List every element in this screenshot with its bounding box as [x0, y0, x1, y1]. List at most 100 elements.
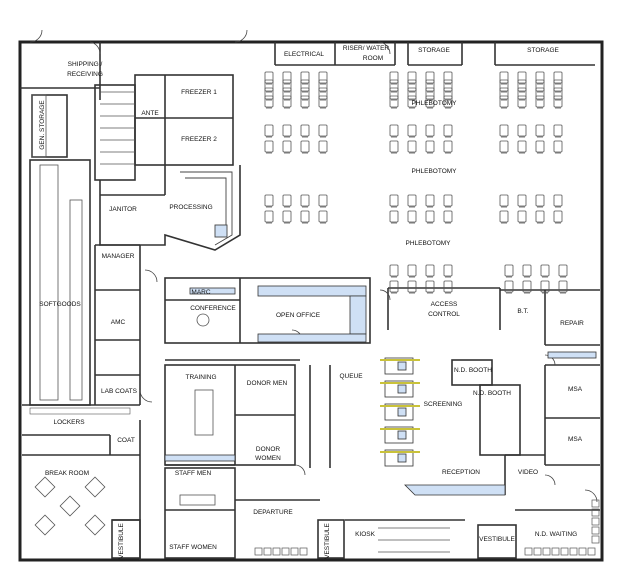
phlebotomy-chair: [389, 124, 399, 137]
phlebotomy-chair: [389, 140, 399, 153]
phlebotomy-chair: [517, 194, 527, 207]
phlebotomy-chair: [499, 140, 509, 153]
room-label-riser-2: ROOM: [362, 54, 384, 62]
phlebotomy-chair: [389, 79, 399, 92]
phlebotomy-chair: [522, 264, 532, 277]
departure-chair: [263, 547, 272, 556]
phlebotomy-chair: [389, 280, 399, 293]
phlebotomy-chair: [300, 95, 310, 108]
phlebotomy-chair: [407, 79, 417, 92]
room-label-phlebotomy-3: PHLEBOTOMY: [405, 239, 451, 247]
room-label-shipping-2: RECEIVING: [67, 70, 103, 78]
waiting-chair: [591, 535, 600, 544]
phlebotomy-chair: [517, 140, 527, 153]
room-label-vestibule-left: VESTIBULE: [117, 523, 125, 559]
processing-counter: [180, 171, 233, 246]
waiting-chair: [578, 547, 587, 556]
phlebotomy-chair: [264, 210, 274, 223]
screening-station: [384, 357, 414, 375]
room-label-storage-1: STORAGE: [418, 46, 450, 54]
phlebotomy-chair: [300, 210, 310, 223]
phlebotomy-chair: [443, 79, 453, 92]
phlebotomy-chair: [318, 124, 328, 137]
room-label-electrical: ELECTRICAL: [283, 50, 325, 58]
room-label-conference: CONFERENCE: [190, 304, 236, 312]
room-label-nd-booth-1: N.D. BOOTH: [454, 366, 492, 374]
phlebotomy-chair: [264, 140, 274, 153]
room-label-lockers: LOCKERS: [53, 418, 85, 426]
phlebotomy-chair: [425, 79, 435, 92]
phlebotomy-chair: [282, 124, 292, 137]
room-label-vestibule-right: VESTIBULE: [479, 535, 515, 543]
phlebotomy-chair: [553, 140, 563, 153]
phlebotomy-chair: [407, 140, 417, 153]
departure-chair: [272, 547, 281, 556]
screening-station: [384, 426, 414, 444]
phlebotomy-chair: [517, 95, 527, 108]
room-label-gen-storage: GEN. STORAGE: [38, 100, 46, 150]
phlebotomy-chair: [535, 210, 545, 223]
phlebotomy-chair: [407, 264, 417, 277]
phlebotomy-chair: [300, 71, 310, 84]
room-label-nd-booth-2: N.D. BOOTH: [473, 389, 511, 397]
counters: [164, 285, 597, 496]
break-table: [34, 514, 56, 536]
room-label-screening: SCREENING: [423, 400, 463, 408]
phlebotomy-chair: [389, 264, 399, 277]
phlebotomy-chair: [282, 140, 292, 153]
screening-station: [384, 403, 414, 421]
phlebotomy-chair: [499, 71, 509, 84]
break-table: [34, 476, 56, 498]
room-label-access-2: CONTROL: [428, 310, 460, 318]
departure-chair: [281, 547, 290, 556]
room-label-reception: RECEPTION: [442, 468, 480, 476]
phlebotomy-chair: [407, 194, 417, 207]
phlebotomy-chair: [499, 87, 509, 100]
phlebotomy-chair: [425, 280, 435, 293]
lockers: [29, 407, 131, 415]
phlebotomy-chair: [264, 124, 274, 137]
waiting-chair: [560, 547, 569, 556]
waiting-chair: [591, 499, 600, 508]
phlebotomy-chair: [540, 264, 550, 277]
phlebotomy-chair: [535, 194, 545, 207]
room-label-shipping-1: SHIPPING /: [67, 60, 103, 68]
phlebotomy-chair: [264, 79, 274, 92]
phlebotomy-chair: [389, 87, 399, 100]
screening-station: [384, 380, 414, 398]
phlebotomy-chair: [535, 140, 545, 153]
room-label-lab-coats: LAB COATS: [100, 387, 138, 395]
phlebotomy-chair: [407, 280, 417, 293]
training-table: [194, 389, 214, 436]
break-table: [59, 495, 81, 517]
conference-table: [196, 313, 210, 327]
phlebotomy-chair: [425, 124, 435, 137]
departure-chair: [299, 547, 308, 556]
phlebotomy-chair: [540, 280, 550, 293]
phlebotomy-chair: [443, 71, 453, 84]
break-table: [84, 476, 106, 498]
phlebotomy-chairs: [264, 71, 568, 294]
phlebotomy-chair: [318, 210, 328, 223]
phlebotomy-chair: [318, 95, 328, 108]
phlebotomy-chair: [553, 210, 563, 223]
phlebotomy-chair: [425, 87, 435, 100]
room-label-riser-1: RISER/ WATER: [342, 44, 390, 52]
room-label-marc: MARC: [191, 288, 211, 296]
phlebotomy-chair: [264, 87, 274, 100]
phlebotomy-chair: [425, 194, 435, 207]
phlebotomy-chair: [425, 140, 435, 153]
phlebotomy-chair: [443, 194, 453, 207]
phlebotomy-chair: [553, 95, 563, 108]
phlebotomy-chair: [504, 280, 514, 293]
softgoods-shelving: [31, 91, 135, 401]
phlebotomy-chair: [553, 79, 563, 92]
screening-stations: [380, 357, 420, 467]
phlebotomy-chair: [264, 71, 274, 84]
room-label-processing: PROCESSING: [169, 203, 213, 211]
phlebotomy-chair: [443, 124, 453, 137]
door-swings: [29, 29, 598, 503]
room-label-bt: B.T.: [517, 307, 529, 315]
room-label-departure: DEPARTURE: [253, 508, 293, 516]
room-label-janitor: JANITOR: [109, 205, 137, 213]
